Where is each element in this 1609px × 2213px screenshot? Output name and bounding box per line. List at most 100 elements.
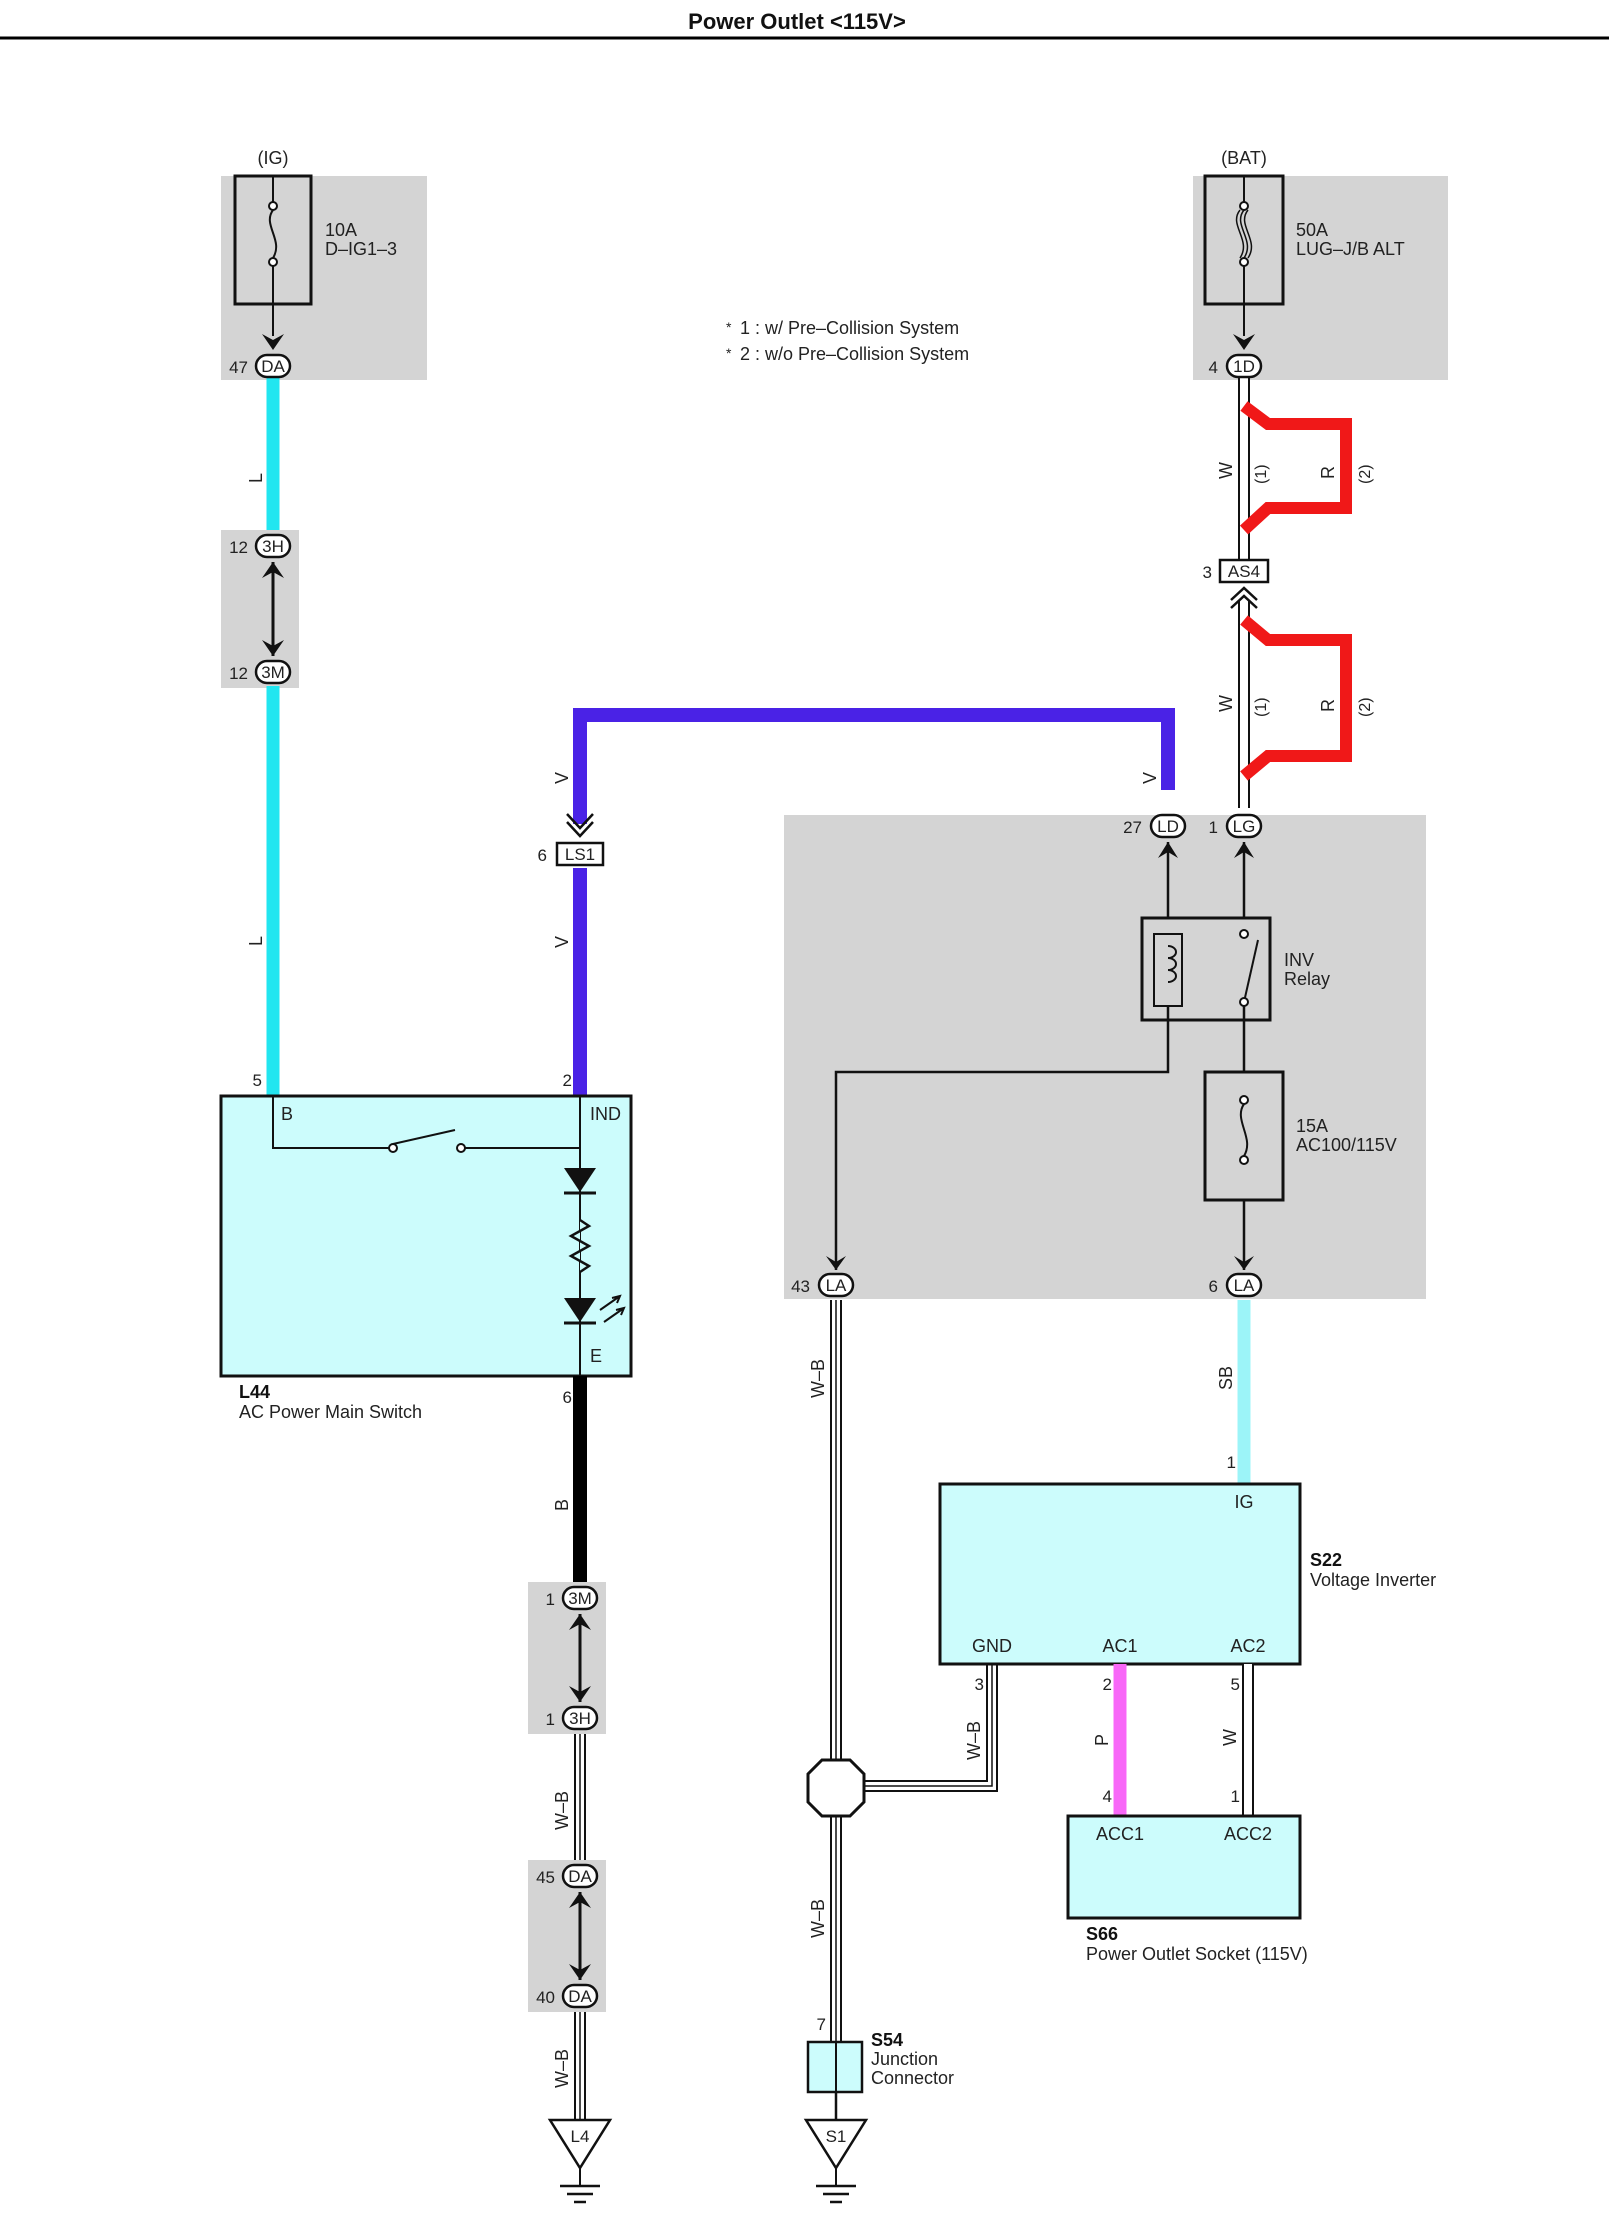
note-1: 1 : w/ Pre–Collision System <box>740 318 959 338</box>
connector-la-right: LA 6 <box>1209 1272 1263 1298</box>
ig-fuse-amp: 10A <box>325 220 357 240</box>
svg-text:1: 1 <box>546 1710 555 1729</box>
wire-note-1a: (1) <box>1253 464 1270 484</box>
svg-text:27: 27 <box>1123 818 1142 837</box>
wire-r-label-1: R <box>1318 466 1338 479</box>
s22-code: S22 <box>1310 1550 1342 1570</box>
connector-da-top: DA 47 <box>229 334 292 379</box>
bat-fuse-amp: 50A <box>1296 220 1328 240</box>
s66-socket-box <box>1066 1814 1302 1920</box>
wire-w-label-2: W <box>1216 695 1236 712</box>
l44-name: AC Power Main Switch <box>239 1402 422 1422</box>
svg-text:12: 12 <box>229 538 248 557</box>
connector-ls1 <box>555 841 605 867</box>
l44-pin5: 5 <box>253 1071 262 1090</box>
ig-fuse-box <box>221 176 427 380</box>
s22-pin-ig: 1 <box>1227 1453 1236 1472</box>
note-asterisk-1: * <box>726 319 732 335</box>
bat-source-label: (BAT) <box>1221 148 1267 168</box>
s54-line1: Junction <box>871 2049 938 2069</box>
svg-text:45: 45 <box>536 1868 555 1887</box>
wire-v <box>573 708 1175 824</box>
s66-code: S66 <box>1086 1924 1118 1944</box>
connector-ld: LD 27 <box>1123 813 1187 839</box>
fuse-15a-name: AC100/115V <box>1296 1135 1397 1155</box>
s22-ac2: AC2 <box>1230 1636 1265 1656</box>
connector-3m-bot: 3M 1 <box>546 1585 599 1611</box>
s66-acc1: ACC1 <box>1096 1824 1144 1844</box>
l44-code: L44 <box>239 1382 270 1402</box>
connector-ls1-name: LS1 <box>565 845 595 864</box>
connector-3h-bot: 3H 1 <box>546 1705 599 1731</box>
relay-coil-return <box>834 1006 1170 1270</box>
ground-s1-icon <box>803 2118 869 2171</box>
bat-fuse-name: LUG–J/B ALT <box>1296 239 1405 259</box>
ground-l4-icon <box>547 2118 613 2171</box>
s22-ig: IG <box>1234 1492 1253 1512</box>
connector-as4-pin: 3 <box>1203 563 1212 582</box>
s22-inverter-box <box>938 1482 1302 1666</box>
svg-text:40: 40 <box>536 1988 555 2007</box>
bat-fuse-box <box>1193 176 1448 380</box>
svg-text:DA: DA <box>568 1867 592 1886</box>
s66-acc2: ACC2 <box>1224 1824 1272 1844</box>
diagram-title: Power Outlet <115V> <box>688 9 906 34</box>
svg-text:4: 4 <box>1209 358 1218 377</box>
svg-text:3M: 3M <box>568 1589 592 1608</box>
chevron-up-icon <box>1230 586 1258 609</box>
arrow-down-icon <box>1233 334 1255 350</box>
wire-wb-label-4: W–B <box>808 1899 828 1938</box>
connector-3h-top: 3H 12 <box>229 533 292 559</box>
svg-text:LA: LA <box>826 1276 847 1295</box>
s66-pin-acc1: 4 <box>1103 1787 1112 1806</box>
svg-text:3M: 3M <box>261 663 285 682</box>
svg-text:3H: 3H <box>569 1709 591 1728</box>
inv-relay <box>1140 916 1272 1022</box>
s66-name: Power Outlet Socket (115V) <box>1086 1944 1308 1964</box>
s66-pin-acc2: 1 <box>1231 1787 1240 1806</box>
svg-text:1D: 1D <box>1233 357 1255 376</box>
fuse-icon <box>1239 1103 1249 1157</box>
arrow-down-icon <box>1234 1256 1254 1270</box>
wire-r-lower <box>1240 615 1352 781</box>
svg-text:43: 43 <box>791 1277 810 1296</box>
svg-text:LD: LD <box>1157 817 1179 836</box>
fuse-icon <box>268 209 278 259</box>
wire-note-2b: (2) <box>1357 697 1374 717</box>
l44-pin6: 6 <box>563 1388 572 1407</box>
arrow-down-icon <box>569 1964 591 1980</box>
l44-pin-e: E <box>590 1346 602 1366</box>
s22-ac1: AC1 <box>1102 1636 1137 1656</box>
ig-source-label: (IG) <box>258 148 289 168</box>
relay-label-1: INV <box>1284 950 1314 970</box>
arrow-up-icon <box>569 1614 591 1630</box>
note-2: 2 : w/o Pre–Collision System <box>740 344 969 364</box>
l44-pin-ind: IND <box>590 1104 621 1124</box>
s54-line2: Connector <box>871 2068 954 2088</box>
fusible-link-icon <box>1235 209 1253 259</box>
relay-label-2: Relay <box>1284 969 1330 989</box>
switch-icon <box>392 1129 456 1145</box>
connector-3m-top: 3M 12 <box>229 659 292 685</box>
l44-switch-box <box>219 1094 633 1378</box>
wire-b-label: B <box>552 1499 572 1511</box>
wire-l-label-1: L <box>246 473 266 483</box>
wire-v-label-2: V <box>1140 772 1160 784</box>
connector-as4-name: AS4 <box>1228 562 1260 581</box>
wire-sb-label: SB <box>1216 1366 1236 1390</box>
arrow-up-icon <box>1234 842 1254 858</box>
wire-v-label-1: V <box>552 772 572 784</box>
arrow-down-icon <box>262 334 284 350</box>
light-emission-icon <box>599 1294 626 1323</box>
s22-pin-ac2: 5 <box>1231 1675 1240 1694</box>
diode-icon <box>564 1168 596 1192</box>
fuse-15a-amp: 15A <box>1296 1116 1328 1136</box>
svg-text:DA: DA <box>261 357 285 376</box>
svg-text:12: 12 <box>229 664 248 683</box>
ig-fuse-name: D–IG1–3 <box>325 239 397 259</box>
ground-s1-label: S1 <box>826 2127 847 2146</box>
svg-text:DA: DA <box>568 1987 592 2006</box>
coil-icon <box>1167 945 1177 983</box>
s54-pin: 7 <box>817 2015 826 2034</box>
s22-gnd: GND <box>972 1636 1012 1656</box>
